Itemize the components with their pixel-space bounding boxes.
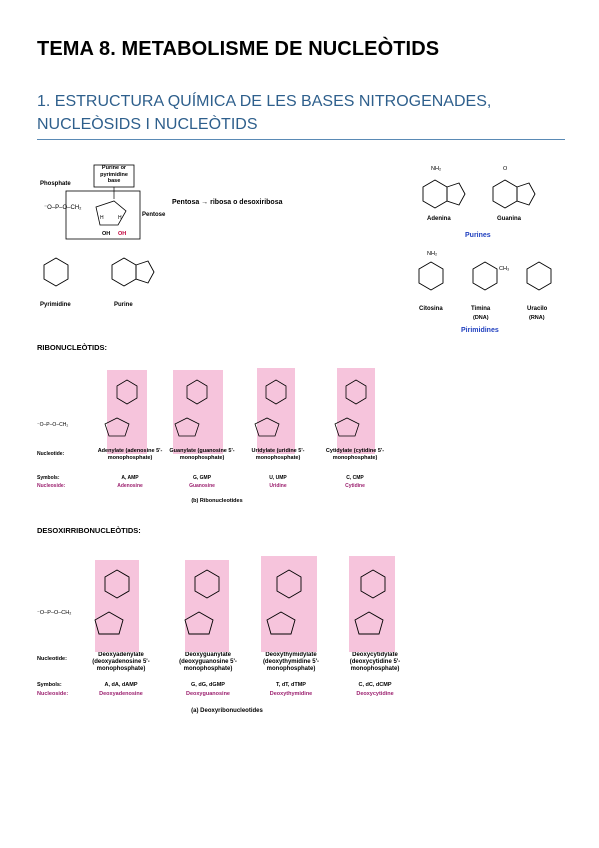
ribo-caption: (b) Ribonucleotides [191, 498, 242, 504]
desoxiribonucleotids-heading: DESOXIRRIBONUCLEÒTIDS: [37, 526, 141, 535]
svg-text:(DNA): (DNA) [473, 315, 489, 321]
svg-text:H: H [100, 215, 104, 221]
guanina-label: Guanina [497, 216, 522, 222]
uracilo-label: Uracilo [527, 306, 548, 312]
svg-text:Deoxyguanosine: Deoxyguanosine [186, 691, 230, 697]
pirimidines-label: Pirimidines [461, 327, 499, 334]
svg-text:NH₂: NH₂ [427, 251, 437, 257]
svg-text:⁻O–P–O–CH₂: ⁻O–P–O–CH₂ [37, 422, 68, 428]
timina-label: Timina [471, 306, 491, 312]
ribonucleotids-heading: RIBONUCLEÒTIDS: [37, 343, 107, 352]
svg-text:Nucleoside:: Nucleoside: [37, 483, 66, 489]
svg-text:Deoxycytidine: Deoxycytidine [356, 691, 393, 697]
svg-text:Deoxythymidine: Deoxythymidine [270, 691, 312, 697]
pyrimidine-label: Pyrimidine [40, 302, 71, 308]
purines-label: Purines [465, 232, 491, 239]
svg-text:⁻O–P–O–CH₂: ⁻O–P–O–CH₂ [37, 610, 71, 616]
svg-text:C, CMP: C, CMP [346, 475, 364, 481]
heading-rule [37, 139, 565, 140]
svg-text:Deoxyadenosine: Deoxyadenosine [99, 691, 143, 697]
svg-text:Nucleotide:: Nucleotide: [37, 451, 65, 457]
base-box-label: Purine or pyrimidine base [100, 165, 128, 184]
page-title: TEMA 8. METABOLISME DE NUCLEÒTIDS [37, 38, 440, 60]
svg-text:Cytidine: Cytidine [345, 483, 365, 489]
nucleotide-structure-figure: Phosphate Purine or pyrimidine base ⁻O–P… [40, 164, 166, 240]
generic-bases-figure: Pyrimidine Purine [40, 257, 155, 308]
phosphate-label: Phosphate [40, 181, 71, 187]
svg-text:G, dG, dGMP: G, dG, dGMP [191, 682, 225, 688]
svg-text:Symbols:: Symbols: [37, 475, 60, 481]
pentose-label: Pentose [142, 212, 166, 218]
svg-text:CH₃: CH₃ [499, 266, 509, 272]
svg-text:⁻O–P–O–CH₂: ⁻O–P–O–CH₂ [44, 205, 82, 211]
svg-text:A, dA, dAMP: A, dA, dAMP [105, 682, 138, 688]
svg-text:Adenosine: Adenosine [117, 483, 143, 489]
deoxyribonucleotides-figure: ⁻O–P–O–CH₂ Nucleotide: Symbols: Nucleosi… [37, 556, 400, 714]
svg-text:OH: OH [118, 231, 126, 237]
section-heading: 1. ESTRUCTURA QUÍMICA DE LES BASES NITRO… [37, 93, 492, 133]
svg-text:OH: OH [102, 231, 110, 237]
svg-text:G, GMP: G, GMP [193, 475, 212, 481]
ribonucleotides-figure: ⁻O–P–O–CH₂ Nucleotide: Symbols: Nucleosi… [37, 368, 384, 504]
desoxi-caption: (a) Deoxyribonucleotides [191, 708, 263, 714]
pentosa-note: Pentosa → ribosa o desoxiribosa [172, 199, 283, 206]
svg-text:Guanosine: Guanosine [189, 483, 215, 489]
svg-text:Nucleotide:: Nucleotide: [37, 656, 67, 662]
ribo-columns: Adenylate (adenosine 5'-monophosphate) G… [98, 448, 384, 489]
purine-label: Purine [114, 302, 133, 308]
svg-text:U, UMP: U, UMP [269, 475, 287, 481]
svg-text:NH₂: NH₂ [431, 166, 441, 172]
adenina-label: Adenina [427, 216, 451, 222]
svg-text:Nucleoside:: Nucleoside: [37, 691, 68, 697]
svg-text:Symbols:: Symbols: [37, 682, 62, 688]
svg-text:O: O [503, 166, 508, 172]
svg-text:Uridine: Uridine [269, 483, 286, 489]
svg-text:T, dT, dTMP: T, dT, dTMP [276, 682, 306, 688]
svg-text:(RNA): (RNA) [529, 315, 545, 321]
svg-text:A, AMP: A, AMP [121, 475, 139, 481]
svg-text:H: H [118, 215, 122, 221]
nitrogen-bases-figure: NH₂ O Adenina Guanina Purines NH₂ CH₃ Ci… [418, 166, 552, 334]
citosina-label: Citosina [419, 306, 443, 312]
svg-text:C, dC, dCMP: C, dC, dCMP [359, 682, 392, 688]
